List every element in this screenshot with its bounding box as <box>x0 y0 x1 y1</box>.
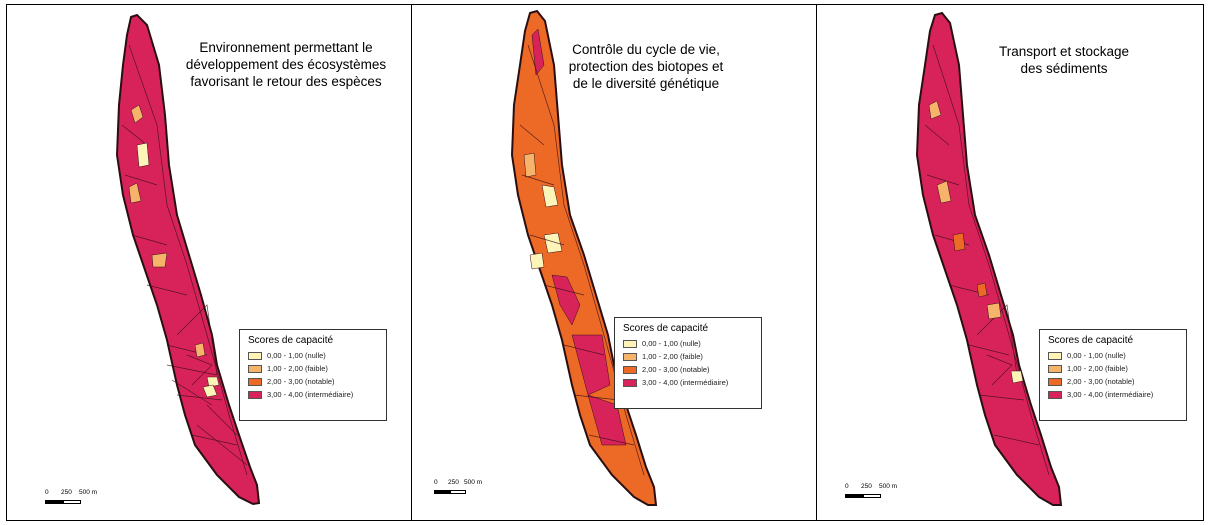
figure-frame: Environnement permettant le développemen… <box>6 4 1204 521</box>
scale-bar-3: 0 250 500 m <box>845 483 915 505</box>
legend-item-faible: 1,00 - 2,00 (faible) <box>248 362 380 375</box>
swatch-notable <box>248 377 262 386</box>
legend-item-intermediaire: 3,00 - 4,00 (intermédiaire) <box>623 376 755 389</box>
swatch-intermediaire <box>623 378 637 387</box>
river-area-polygon <box>510 9 658 506</box>
parcel-lines <box>121 44 248 476</box>
legend-title: Scores de capacité <box>248 335 334 346</box>
yellow-patches <box>128 104 220 398</box>
legend-item-nulle: 0,00 - 1,00 (nulle) <box>1048 349 1180 362</box>
swatch-notable <box>623 365 637 374</box>
yellow-patches <box>523 152 563 270</box>
panel-3-title: Transport et stockage des sédiments <box>998 44 1130 76</box>
swatch-nulle <box>1048 351 1062 360</box>
panel-1-title: Environnement permettant le développemen… <box>185 40 387 89</box>
swatch-intermediaire <box>1048 390 1062 399</box>
legend-item-notable: 2,00 - 3,00 (notable) <box>623 363 755 376</box>
map-canvas-3 <box>915 11 1063 506</box>
legend-item-faible: 1,00 - 2,00 (faible) <box>1048 362 1180 375</box>
swatch-nulle <box>623 339 637 348</box>
legend-item-nulle: 0,00 - 1,00 (nulle) <box>248 349 380 362</box>
legend-item-faible: 1,00 - 2,00 (faible) <box>623 350 755 363</box>
swatch-intermediaire <box>248 390 262 399</box>
parcel-lines <box>519 44 645 476</box>
legend-item-notable: 2,00 - 3,00 (notable) <box>248 375 380 388</box>
map-panel-3: Transport et stockage des sédiments Scor… <box>816 5 1203 520</box>
swatch-faible <box>248 364 262 373</box>
legend-panel-2: Scores de capacité 0,00 - 1,00 (nulle) 1… <box>614 317 762 409</box>
swatch-nulle <box>248 351 262 360</box>
map-canvas-1 <box>115 13 261 506</box>
legend-panel-1: Scores de capacité 0,00 - 1,00 (nulle) 1… <box>239 329 387 421</box>
legend-title: Scores de capacité <box>1048 335 1134 346</box>
scale-bar-1: 0 250 500 m <box>45 489 115 511</box>
legend-panel-3: Scores de capacité 0,00 - 1,00 (nulle) 1… <box>1039 329 1187 421</box>
swatch-notable <box>1048 377 1062 386</box>
scale-bar-2: 0 250 500 m <box>434 479 504 501</box>
parcel-lines <box>924 44 1050 476</box>
legend-item-intermediaire: 3,00 - 4,00 (intermédiaire) <box>1048 388 1180 401</box>
swatch-faible <box>623 352 637 361</box>
map-panel-2: Contrôle du cycle de vie, protection des… <box>411 5 816 520</box>
swatch-faible <box>1048 364 1062 373</box>
legend-item-nulle: 0,00 - 1,00 (nulle) <box>623 337 755 350</box>
legend-title: Scores de capacité <box>623 323 709 334</box>
legend-item-notable: 2,00 - 3,00 (notable) <box>1048 375 1180 388</box>
map-panel-1: Environnement permettant le développemen… <box>7 5 411 520</box>
river-area-polygon <box>115 13 261 506</box>
legend-item-intermediaire: 3,00 - 4,00 (intermédiaire) <box>248 388 380 401</box>
orange-patches <box>928 100 1024 384</box>
river-area-polygon <box>915 11 1063 506</box>
panel-2-title: Contrôle du cycle de vie, protection des… <box>568 42 724 91</box>
